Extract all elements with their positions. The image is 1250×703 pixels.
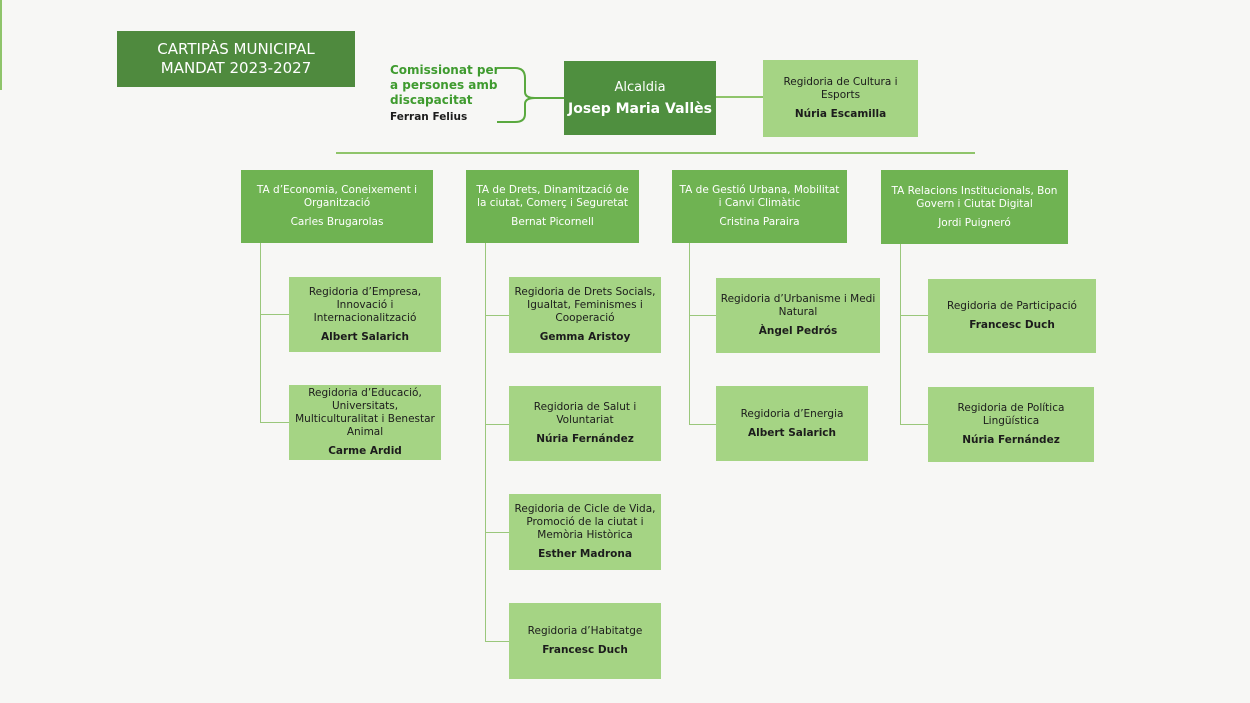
connector-area2-child4 [485, 641, 509, 642]
commissioner-role-line2: a persones amb [390, 78, 498, 92]
culture-box: Regidoria de Cultura i Esports Núria Esc… [763, 60, 918, 137]
regidoria-box: Regidoria d’Habitatge Francesc Duch [509, 603, 661, 679]
area-name: Bernat Picornell [511, 216, 594, 228]
connector-area1-up [0, 18, 2, 36]
connector-area3-up [0, 54, 2, 72]
connector-mayor-culture [716, 96, 763, 98]
regidoria-role: Regidoria de Salut i Voluntariat [533, 401, 637, 426]
regidoria-name: Francesc Duch [969, 319, 1055, 331]
connector-area1-trunk [260, 243, 261, 423]
chart-title: CARTIPÀS MUNICIPAL MANDAT 2023-2027 [117, 31, 355, 87]
commissioner-role-line1: Comissionat per [390, 63, 500, 77]
regidoria-role: Regidoria d’Educació, Universitats, Mult… [295, 387, 435, 438]
regidoria-role: Regidoria de Política Lingüística [957, 402, 1065, 427]
connector-area2-child2 [485, 424, 509, 425]
culture-name: Núria Escamilla [794, 108, 887, 120]
regidoria-name: Albert Salarich [747, 426, 837, 439]
regidoria-box: Regidoria d’Empresa, Innovació i Interna… [289, 277, 441, 352]
connector-area1-child1 [260, 314, 289, 315]
connector-area2-child1 [485, 315, 509, 316]
regidoria-role: Regidoria d’Energia [740, 407, 844, 420]
regidoria-box: Regidoria de Salut i Voluntariat Núria F… [509, 386, 661, 461]
mayor-name: Josep Maria Vallès [568, 100, 712, 117]
connector-area3-trunk [689, 243, 690, 425]
commissioner-note: Comissionat per a persones amb discapaci… [390, 63, 500, 125]
area-role: TA d’Economia, Coneixement i Organitzaci… [256, 184, 418, 209]
area-box-relacions: TA Relacions Institucionals, Bon Govern … [881, 170, 1068, 244]
regidoria-box: Regidoria de Drets Socials, Igualtat, Fe… [509, 277, 661, 353]
area-name: Cristina Paraira [719, 216, 800, 228]
mayor-box: Alcaldia Josep Maria Vallès [564, 61, 716, 135]
regidoria-role: Regidoria de Cicle de Vida, Promoció de … [514, 503, 656, 541]
regidoria-name: Francesc Duch [542, 644, 628, 656]
chart-title-line2: MANDAT 2023-2027 [160, 59, 312, 77]
regidoria-role: Regidoria d’Empresa, Innovació i Interna… [308, 285, 422, 324]
connector-area2-child3 [485, 532, 509, 533]
regidoria-name: Carme Ardid [328, 445, 402, 457]
commissioner-bracket [497, 67, 565, 123]
regidoria-name: Albert Salarich [320, 330, 410, 343]
connector-area4-trunk [900, 244, 901, 425]
regidoria-name: Esther Madrona [538, 548, 632, 560]
commissioner-name: Ferran Felius [390, 111, 468, 123]
regidoria-box: Regidoria de Cicle de Vida, Promoció de … [509, 494, 661, 570]
regidoria-box: Regidoria d’Urbanisme i Medi Natural Àng… [716, 278, 880, 353]
commissioner-role-line3: discapacitat [390, 93, 473, 107]
chart-title-line1: CARTIPÀS MUNICIPAL [157, 40, 315, 58]
area-role: TA de Drets, Dinamització de la ciutat, … [476, 184, 629, 209]
connector-area4-up [0, 72, 2, 90]
connector-area2-up [0, 36, 2, 54]
area-box-gestio-urbana: TA de Gestió Urbana, Mobilitat i Canvi C… [672, 170, 847, 243]
regidoria-name: Àngel Pedrós [758, 325, 838, 337]
regidoria-name: Núria Fernández [536, 433, 634, 445]
connector-mayor-down [0, 0, 2, 18]
regidoria-role: Regidoria d’Habitatge [527, 625, 643, 637]
connector-area3-child2 [689, 424, 716, 425]
regidoria-box: Regidoria de Participació Francesc Duch [928, 279, 1096, 353]
area-name: Jordi Puigneró [938, 216, 1011, 229]
regidoria-box: Regidoria de Política Lingüística Núria … [928, 387, 1094, 462]
regidoria-role: Regidoria d’Urbanisme i Medi Natural [720, 293, 876, 318]
area-box-economia: TA d’Economia, Coneixement i Organitzaci… [241, 170, 433, 243]
regidoria-box: Regidoria d’Educació, Universitats, Mult… [289, 385, 441, 460]
culture-role: Regidoria de Cultura i Esports [783, 76, 898, 101]
regidoria-role: Regidoria de Participació [947, 300, 1077, 312]
connector-area1-child2 [260, 422, 289, 423]
area-role: TA Relacions Institucionals, Bon Govern … [891, 184, 1058, 210]
connector-area3-child1 [689, 315, 716, 316]
area-role: TA de Gestió Urbana, Mobilitat i Canvi C… [679, 184, 840, 209]
mayor-role: Alcaldia [614, 79, 666, 95]
regidoria-name: Gemma Aristoy [539, 331, 631, 343]
regidoria-role: Regidoria de Drets Socials, Igualtat, Fe… [514, 286, 656, 324]
area-name: Carles Brugarolas [290, 216, 384, 228]
connector-areas-horizontal [336, 152, 975, 154]
connector-area2-trunk [485, 243, 486, 642]
connector-area4-child1 [900, 315, 928, 316]
connector-area4-child2 [900, 424, 928, 425]
regidoria-name: Núria Fernández [962, 434, 1060, 446]
area-box-drets: TA de Drets, Dinamització de la ciutat, … [466, 170, 639, 243]
regidoria-box: Regidoria d’Energia Albert Salarich [716, 386, 868, 461]
